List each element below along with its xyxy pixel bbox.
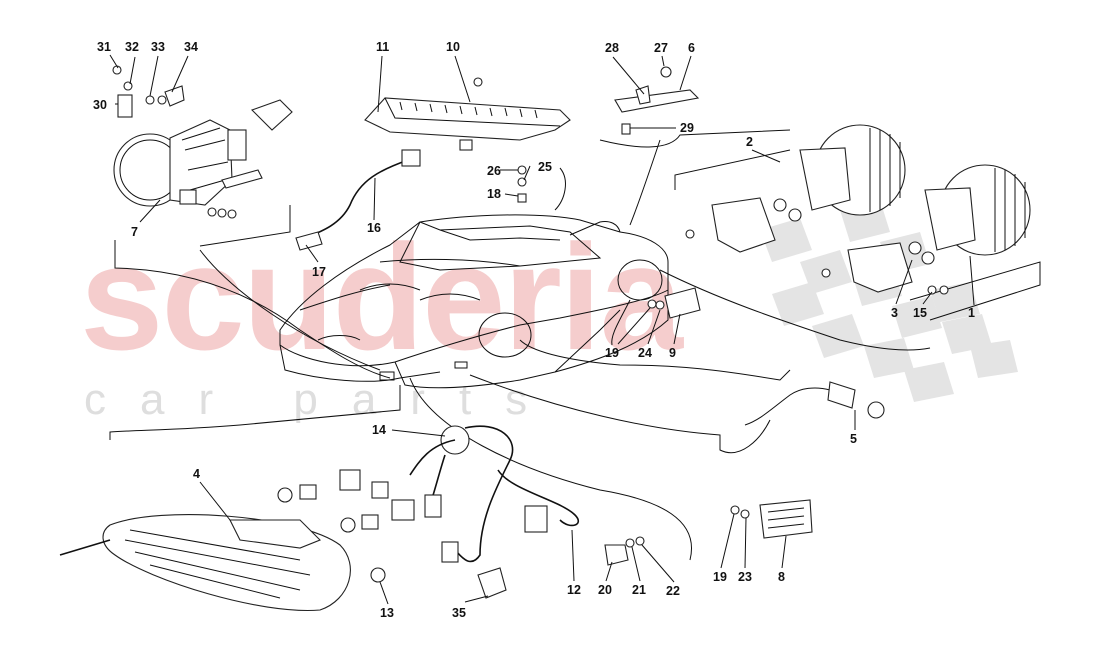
callout-8: 8 (778, 570, 785, 584)
callout-1: 1 (968, 306, 975, 320)
checkered-flag-watermark (760, 200, 1018, 402)
callout-7: 7 (131, 225, 138, 239)
third-brake-light (364, 77, 571, 203)
fog-lamp-assembly (112, 65, 293, 219)
callout-24: 24 (638, 346, 652, 360)
callout-27: 27 (654, 41, 668, 55)
callout-3: 3 (891, 306, 898, 320)
callout-19-front: 19 (605, 346, 619, 360)
callout-25: 25 (538, 160, 552, 174)
callout-12: 12 (567, 583, 581, 597)
tail-light-upper (685, 124, 906, 253)
bulb-socket-5 (744, 381, 885, 426)
callout-5: 5 (850, 432, 857, 446)
callout-labels: 31 32 33 34 30 7 11 10 26 25 18 16 17 28… (93, 40, 975, 620)
callout-11: 11 (376, 40, 389, 54)
callout-16: 16 (367, 221, 381, 235)
wiring-harness-16 (295, 149, 421, 251)
watermark-subtitle: car parts (84, 375, 562, 424)
callout-28: 28 (605, 41, 619, 55)
front-indicator-lamp (59, 469, 415, 612)
callout-18: 18 (487, 187, 501, 201)
callout-35: 35 (452, 606, 466, 620)
callout-33: 33 (151, 40, 165, 54)
tail-light-lower (821, 164, 1031, 295)
callout-15: 15 (913, 306, 927, 320)
leader-lines (109, 54, 975, 605)
car-body (279, 214, 669, 389)
side-marker-front (647, 287, 701, 319)
grouping-lines (109, 129, 1041, 561)
callout-6: 6 (688, 41, 695, 55)
callout-30: 30 (93, 98, 107, 112)
callout-14: 14 (372, 423, 386, 437)
callout-4: 4 (193, 467, 200, 481)
callout-19-rear: 19 (713, 570, 727, 584)
callout-17: 17 (312, 265, 326, 279)
callout-20: 20 (598, 583, 612, 597)
callout-26: 26 (487, 164, 501, 178)
callout-34: 34 (184, 40, 198, 54)
courtesy-lamp (614, 66, 700, 135)
callout-13: 13 (380, 606, 394, 620)
callout-31: 31 (97, 40, 111, 54)
callout-32: 32 (125, 40, 139, 54)
bracket-20 (604, 536, 645, 566)
callout-2: 2 (746, 135, 753, 149)
callout-10: 10 (446, 40, 460, 54)
callout-23: 23 (738, 570, 752, 584)
callout-9: 9 (669, 346, 676, 360)
callout-29: 29 (680, 121, 694, 135)
wiring-harness-14 (409, 425, 580, 599)
callout-22: 22 (666, 584, 680, 598)
side-marker-rear (730, 499, 813, 539)
callout-21: 21 (632, 583, 646, 597)
